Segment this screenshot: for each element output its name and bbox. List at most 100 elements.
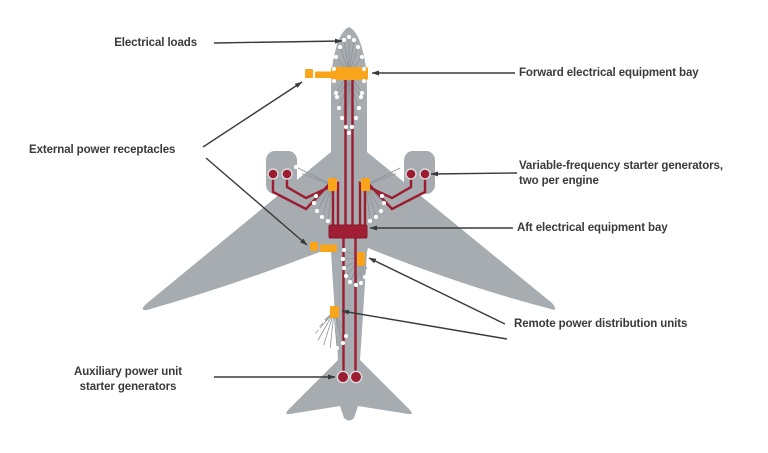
label-apu-line1: Auxiliary power unit	[74, 366, 182, 378]
load-fan-line	[365, 172, 399, 186]
electrical-load-dot	[331, 78, 337, 84]
arrow-rpdu-upper	[368, 257, 506, 325]
electrical-load-dot	[343, 124, 349, 130]
arrow-vfsg	[430, 171, 518, 177]
right-engine-feeder-inner	[358, 177, 413, 226]
electrical-load-dot	[373, 214, 379, 220]
electrical-load-dot	[314, 339, 320, 345]
electrical-load-dot	[331, 66, 337, 72]
electrical-load-dot	[341, 265, 347, 271]
aft-electrical-equipment-bay	[328, 224, 368, 239]
left-engine-feeder-outer	[271, 176, 335, 226]
electrical-load-dot	[333, 54, 339, 60]
electrical-load-dot	[358, 94, 364, 100]
electrical-load-dot	[361, 66, 367, 72]
label-auxiliary-power-unit-starter-generators: Auxiliary power unit starter generators	[57, 365, 199, 395]
electrical-load-dot	[378, 208, 384, 214]
electrical-load-dot	[343, 333, 349, 339]
label-variable-frequency-starter-generators: Variable-frequency starter generators, t…	[519, 159, 723, 189]
external-power-receptacle-aft-plug	[310, 242, 318, 251]
external-power-receptacle-aft-cord	[320, 244, 337, 252]
load-fan-line	[348, 79, 360, 109]
electrical-load-dot	[339, 115, 345, 121]
label-vfsg-line1: Variable-frequency starter generators,	[519, 160, 723, 172]
electrical-load-dot	[334, 345, 340, 351]
electrical-load-dot	[320, 318, 326, 324]
equipment	[305, 67, 370, 318]
electrical-load-dot	[313, 193, 319, 199]
electrical-load-dot	[333, 90, 339, 96]
left-engine-feeder-inner	[285, 177, 340, 226]
electrical-load-dot	[336, 105, 342, 111]
fuselage-wings-tail	[142, 27, 556, 421]
electrical-load-dot	[359, 90, 365, 96]
electrical-load-dot	[325, 218, 331, 224]
electrical-load-dot	[293, 164, 299, 170]
electrical-load-dot	[315, 325, 321, 331]
label-aft-electrical-equipment-bay: Aft electrical equipment bay	[517, 222, 668, 234]
electrical-load-dot	[395, 170, 401, 176]
electrical-load-dot	[311, 200, 317, 206]
load-fan-line	[348, 79, 362, 98]
arrow-external-power-aft	[205, 157, 308, 246]
arrow-external-power-forward	[202, 81, 303, 148]
electrical-load-dot	[340, 256, 346, 262]
vfsg-left-engine-inner	[281, 168, 293, 180]
rpdu-mid-right	[361, 178, 370, 191]
electrical-load-dot	[311, 332, 317, 338]
electrical-load-dot	[351, 37, 357, 43]
external-power-receptacle-forward-plug	[305, 69, 313, 78]
rpdu-aft-lower	[330, 306, 339, 318]
generators	[267, 168, 431, 384]
rpdu-mid-left	[328, 178, 337, 191]
load-fan-line	[365, 166, 403, 186]
electrical-load-dot	[353, 115, 359, 121]
electrical-load-dot	[379, 193, 385, 199]
load-fan-line	[338, 79, 350, 109]
label-apu-line2: starter generators	[79, 381, 177, 393]
electrical-load-dot	[358, 280, 364, 286]
electrical-load-dot	[341, 37, 347, 43]
electrical-load-dot	[365, 268, 371, 274]
electrical-load-dot	[320, 344, 326, 350]
load-fan-line	[329, 311, 335, 351]
load-fan-line	[295, 166, 333, 186]
vfsg-left-engine-outer	[267, 168, 279, 180]
vfsg-right-engine-inner	[405, 168, 417, 180]
electrical-load-dot	[327, 347, 333, 353]
electrical-load-dot	[334, 94, 340, 100]
apu-starter-generator-right	[349, 370, 363, 384]
label-vfsg-line2: two per engine	[519, 175, 599, 187]
label-electrical-loads: Electrical loads	[114, 37, 197, 49]
electrical-load-dot	[297, 170, 303, 176]
electrical-load-dot	[349, 124, 355, 130]
electrical-load-dot	[362, 274, 368, 280]
electrical-load-dot	[359, 54, 365, 60]
electrical-load-dot	[340, 340, 346, 346]
apu-starter-generator-left	[336, 370, 350, 384]
arrow-electrical-loads	[213, 38, 343, 44]
electrical-load-dots	[293, 34, 405, 353]
electrical-load-dot	[355, 44, 361, 50]
label-forward-electrical-equipment-bay: Forward electrical equipment bay	[519, 67, 699, 79]
electrical-load-dot	[367, 218, 373, 224]
electrical-load-dot	[361, 78, 367, 84]
load-fan-line	[299, 172, 333, 186]
label-remote-power-distribution-units: Remote power distribution units	[514, 318, 688, 330]
external-power-receptacle-forward-cord	[315, 71, 331, 78]
electrical-load-dot	[347, 279, 353, 285]
electrical-load-dot	[346, 34, 352, 40]
forward-electrical-equipment-bay	[331, 67, 368, 80]
electrical-load-dot	[319, 214, 325, 220]
electrical-load-dot	[346, 130, 352, 136]
right-engine-feeder-outer	[363, 176, 427, 226]
electrical-load-dot	[356, 105, 362, 111]
electrical-load-dot	[314, 208, 320, 214]
rpdu-aft-upper	[357, 252, 365, 266]
electrical-load-dot	[399, 164, 405, 170]
load-fan-line	[336, 79, 350, 98]
electrical-load-dot	[381, 200, 387, 206]
label-external-power-receptacles: External power receptacles	[29, 144, 176, 156]
